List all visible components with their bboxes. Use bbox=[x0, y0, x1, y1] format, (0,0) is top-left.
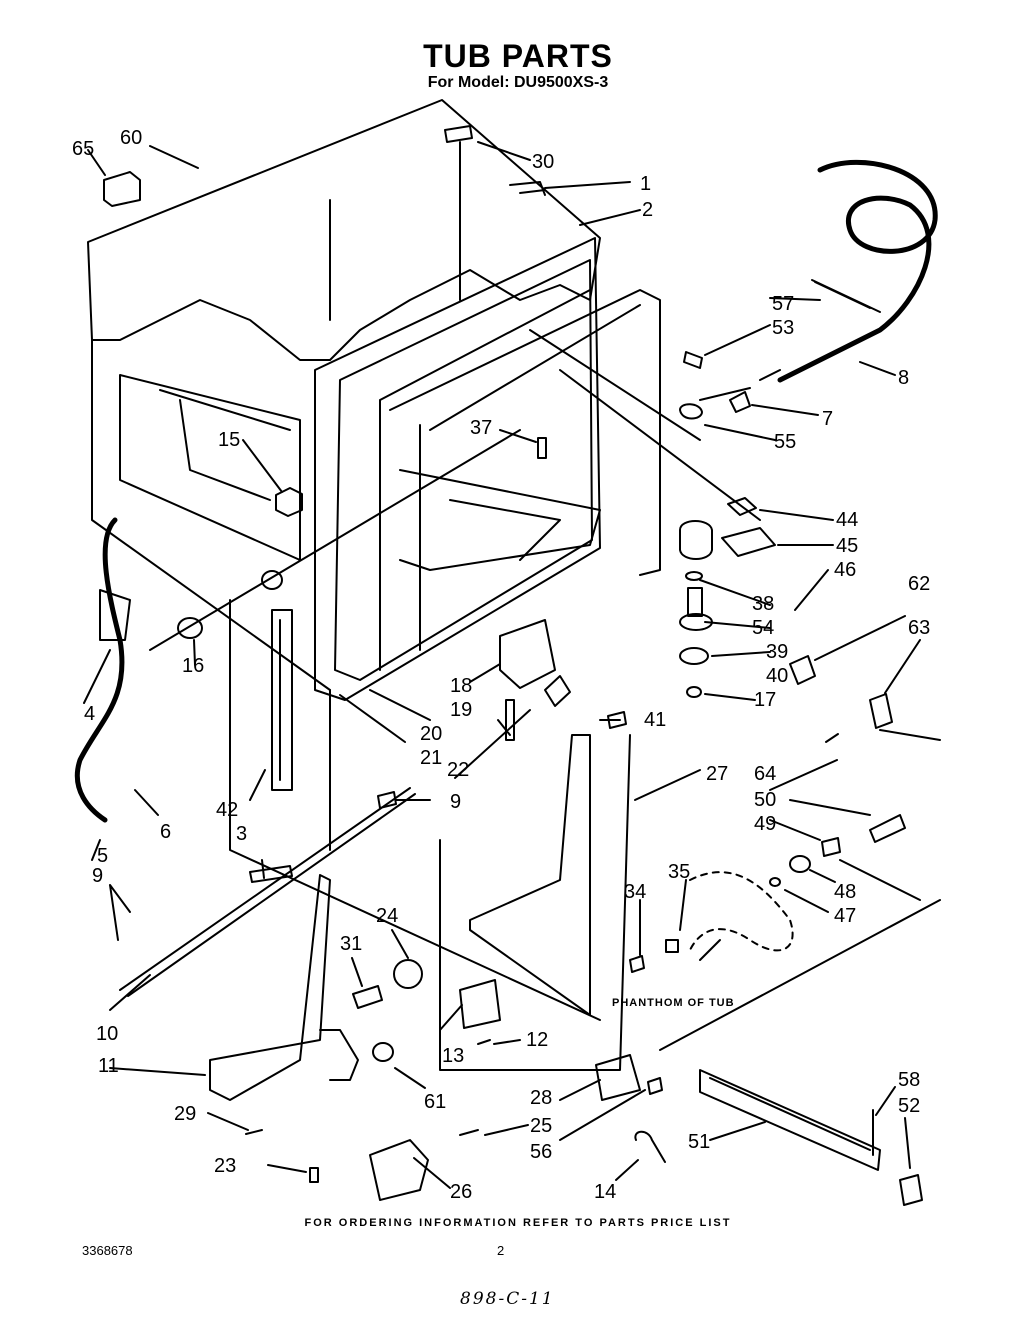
callout-34: 34 bbox=[624, 881, 646, 903]
callout-29: 29 bbox=[174, 1103, 196, 1125]
callout-63: 63 bbox=[908, 617, 930, 639]
handwritten-code: 898-C-11 bbox=[460, 1289, 555, 1309]
callout-55: 55 bbox=[774, 431, 796, 453]
callout-21: 21 bbox=[420, 747, 442, 769]
part-11-support bbox=[209, 874, 331, 1101]
callout-44: 44 bbox=[836, 509, 858, 531]
callout-58: 58 bbox=[898, 1069, 920, 1091]
phantom-of-tub-label: PHANTHOM OF TUB bbox=[612, 997, 735, 1009]
callout-3: 3 bbox=[236, 823, 247, 845]
callout-labels: 65 60 30 1 2 57 53 8 7 55 37 15 44 45 46… bbox=[72, 127, 930, 1203]
door-gasket bbox=[389, 289, 661, 576]
callout-41: 41 bbox=[644, 709, 666, 731]
callout-9b: 9 bbox=[92, 865, 103, 887]
callout-9: 9 bbox=[450, 791, 461, 813]
callout-38: 38 bbox=[752, 593, 774, 615]
callout-11: 11 bbox=[98, 1055, 119, 1077]
callout-14: 14 bbox=[594, 1181, 616, 1203]
tub-front-frame bbox=[314, 237, 601, 701]
callout-45: 45 bbox=[836, 535, 858, 557]
callout-27: 27 bbox=[706, 763, 728, 785]
part-38-float bbox=[679, 520, 713, 560]
callout-16: 16 bbox=[182, 655, 204, 677]
callout-22: 22 bbox=[447, 759, 469, 781]
part-51-rail bbox=[699, 1069, 881, 1171]
callout-47: 47 bbox=[834, 905, 856, 927]
callout-12: 12 bbox=[526, 1029, 548, 1051]
callout-65: 65 bbox=[72, 138, 94, 160]
callout-56: 56 bbox=[530, 1141, 552, 1163]
callout-1: 1 bbox=[640, 173, 651, 195]
callout-61: 61 bbox=[424, 1091, 446, 1113]
callout-64: 64 bbox=[754, 763, 776, 785]
callout-26: 26 bbox=[450, 1181, 472, 1203]
callout-52: 52 bbox=[898, 1095, 920, 1117]
callout-39: 39 bbox=[766, 641, 788, 663]
callout-18: 18 bbox=[450, 675, 472, 697]
callout-31: 31 bbox=[340, 933, 362, 955]
model-subtitle: For Model: DU9500XS-3 bbox=[427, 74, 609, 91]
callout-17: 17 bbox=[754, 689, 776, 711]
part-65-block bbox=[103, 171, 141, 207]
callout-30: 30 bbox=[532, 151, 554, 173]
callout-60: 60 bbox=[120, 127, 142, 149]
callout-54: 54 bbox=[752, 617, 774, 639]
callout-6: 6 bbox=[160, 821, 171, 843]
fill-hose bbox=[777, 159, 938, 383]
callout-7: 7 bbox=[822, 408, 833, 430]
callout-37: 37 bbox=[470, 417, 492, 439]
callout-4: 4 bbox=[84, 703, 95, 725]
callout-23: 23 bbox=[214, 1155, 236, 1177]
tub-top-cover bbox=[87, 99, 601, 361]
page-number: 2 bbox=[497, 1243, 505, 1258]
part-27-support bbox=[469, 734, 591, 1016]
callout-15: 15 bbox=[218, 429, 240, 451]
ordering-info-note: FOR ORDERING INFORMATION REFER TO PARTS … bbox=[304, 1217, 732, 1229]
callout-62: 62 bbox=[908, 573, 930, 595]
callout-25: 25 bbox=[530, 1115, 552, 1137]
callout-20: 20 bbox=[420, 723, 442, 745]
part-26-valve bbox=[369, 1139, 429, 1201]
callout-49: 49 bbox=[754, 813, 776, 835]
callout-57: 57 bbox=[772, 293, 794, 315]
callout-48: 48 bbox=[834, 881, 856, 903]
callout-50: 50 bbox=[754, 789, 776, 811]
part-15-nut bbox=[275, 487, 303, 517]
page-title: TUB PARTS bbox=[423, 38, 613, 74]
part-18-bracket bbox=[499, 619, 556, 689]
callout-40: 40 bbox=[766, 665, 788, 687]
callout-53: 53 bbox=[772, 317, 794, 339]
callout-13: 13 bbox=[442, 1045, 464, 1067]
callout-5: 5 bbox=[97, 845, 108, 867]
callout-28: 28 bbox=[530, 1087, 552, 1109]
document-number: 3368678 bbox=[82, 1243, 133, 1258]
drain-hose-left bbox=[74, 517, 125, 823]
callout-2: 2 bbox=[642, 199, 653, 221]
callout-19: 19 bbox=[450, 699, 472, 721]
callout-24: 24 bbox=[376, 905, 398, 927]
callout-10: 10 bbox=[96, 1023, 118, 1045]
callout-42: 42 bbox=[216, 799, 238, 821]
callout-8: 8 bbox=[898, 367, 909, 389]
callout-51: 51 bbox=[688, 1131, 710, 1153]
callout-35: 35 bbox=[668, 861, 690, 883]
callout-46: 46 bbox=[834, 559, 856, 581]
tub-left-side bbox=[119, 374, 301, 561]
